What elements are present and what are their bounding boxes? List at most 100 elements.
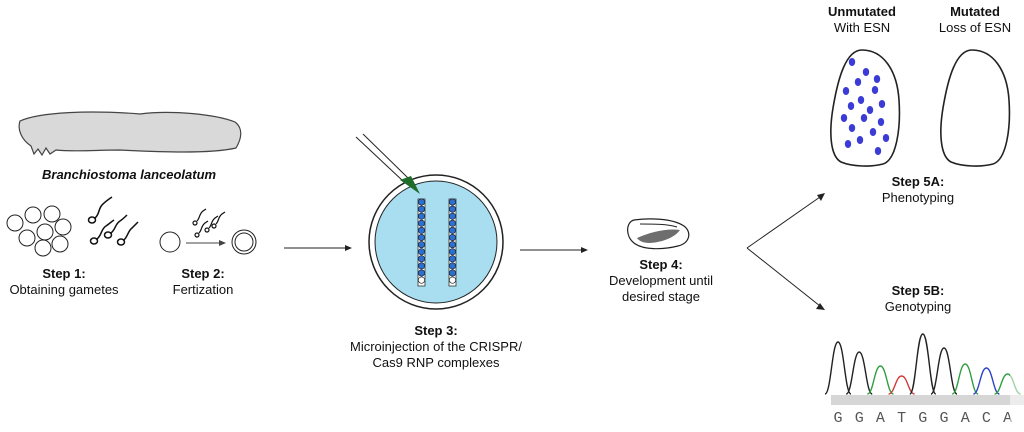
esn-dot (862, 68, 870, 76)
arrow-to-step3 (284, 245, 352, 251)
sequence-letter: C (982, 410, 991, 427)
injected-egg (448, 212, 456, 220)
step5b-desc: Genotyping (884, 299, 952, 314)
esn-dots (840, 58, 890, 155)
mutated-title: Mutated (950, 4, 1000, 19)
step3-desc-line1: Microinjection of the CRISPR/ (350, 339, 522, 354)
injected-egg (448, 234, 456, 242)
egg (54, 218, 72, 236)
sperm-group (87, 196, 139, 246)
injected-egg (417, 219, 425, 227)
esn-dot (878, 100, 886, 108)
esn-dot (848, 58, 856, 66)
esn-dot (847, 102, 855, 110)
dish-medium (374, 180, 498, 304)
egg-unfertilized (159, 231, 181, 253)
step1-label: Step 1: Obtaining gametes (9, 266, 119, 298)
sperm (116, 221, 139, 246)
injected-egg (448, 241, 456, 249)
trace-peak (845, 351, 873, 395)
esn-dot (874, 147, 882, 155)
fertilization-group (159, 208, 257, 255)
step1-title: Step 1: (42, 266, 86, 281)
esn-dot (860, 114, 868, 122)
step2-title: Step 2: (181, 266, 225, 281)
esn-dot (854, 78, 862, 86)
esn-dot (856, 136, 864, 144)
mutated-larva (940, 49, 1011, 167)
esn-dot (873, 75, 881, 83)
lancelet-illustration (18, 111, 242, 157)
injected-egg (448, 269, 456, 277)
step5a-title: Step 5A: (891, 174, 945, 189)
esn-dot (866, 106, 874, 114)
sequence-letter: G (855, 410, 864, 427)
injected-egg (417, 241, 425, 249)
chromatogram-baseline-band (831, 395, 1024, 405)
sperm (211, 211, 226, 229)
step4-title: Step 4: (639, 257, 683, 272)
embryo-illustration (627, 218, 690, 250)
sperm (192, 208, 207, 226)
injected-egg (448, 219, 456, 227)
egg (36, 223, 54, 241)
injected-egg (417, 255, 425, 263)
step5b-label: Step 5B: Genotyping (868, 283, 968, 315)
fertilized-egg-inner (234, 232, 254, 252)
step3-desc-line2: Cas9 RNP complexes (372, 355, 500, 370)
step5a-desc: Phenotyping (881, 190, 955, 205)
step4-desc-line1: Development until (608, 273, 714, 288)
sperm-small-group (192, 208, 226, 238)
esn-dot (842, 87, 850, 95)
step4-label: Step 4: Development until desired stage (596, 257, 726, 305)
unmutated-larva (830, 49, 901, 167)
mutated-label: Mutated Loss of ESN (928, 4, 1022, 36)
species-name: Branchiostoma lanceolatum (42, 167, 217, 182)
egg (34, 239, 52, 257)
trace-peak (909, 333, 937, 395)
injected-egg (448, 226, 456, 234)
step1-desc: Obtaining gametes (9, 282, 119, 297)
injected-egg (417, 226, 425, 234)
sperm (87, 196, 113, 224)
sperm (103, 214, 128, 239)
step2-label: Step 2: Fertization (158, 266, 248, 298)
injected-egg (417, 198, 425, 206)
injected-egg (448, 262, 456, 270)
step3-label: Step 3: Microinjection of the CRISPR/ Ca… (336, 323, 536, 371)
trace-peak (951, 363, 979, 395)
step2-desc: Fertization (172, 282, 234, 297)
needle (355, 136, 404, 182)
injected-egg (448, 248, 456, 256)
egg (6, 214, 24, 232)
injected-egg (448, 198, 456, 206)
sequence-letter: A (876, 410, 885, 427)
arrowhead (219, 240, 226, 246)
injected-egg (417, 262, 425, 270)
esn-dot (871, 86, 879, 94)
esn-dot (882, 134, 890, 142)
mutated-desc: Loss of ESN (938, 20, 1012, 35)
injected-egg (417, 212, 425, 220)
microinjected-eggs (417, 198, 456, 284)
injected-egg (417, 234, 425, 242)
sequence-letter: A (961, 410, 970, 427)
unmutated-label: Unmutated With ESN (815, 4, 909, 36)
branch-arrows (746, 193, 825, 310)
esn-dot (877, 118, 885, 126)
injected-egg (448, 205, 456, 213)
injected-egg (417, 276, 425, 284)
injected-egg (417, 269, 425, 277)
step3-title: Step 3: (414, 323, 458, 338)
trace-peak (930, 347, 958, 395)
arrow-to-step4 (520, 247, 588, 253)
egg (51, 235, 69, 253)
step5b-title: Step 5B: (891, 283, 945, 298)
trace-peak (824, 341, 852, 395)
egg (18, 229, 36, 247)
petri-dish (355, 133, 504, 310)
needle-tip (400, 176, 420, 194)
